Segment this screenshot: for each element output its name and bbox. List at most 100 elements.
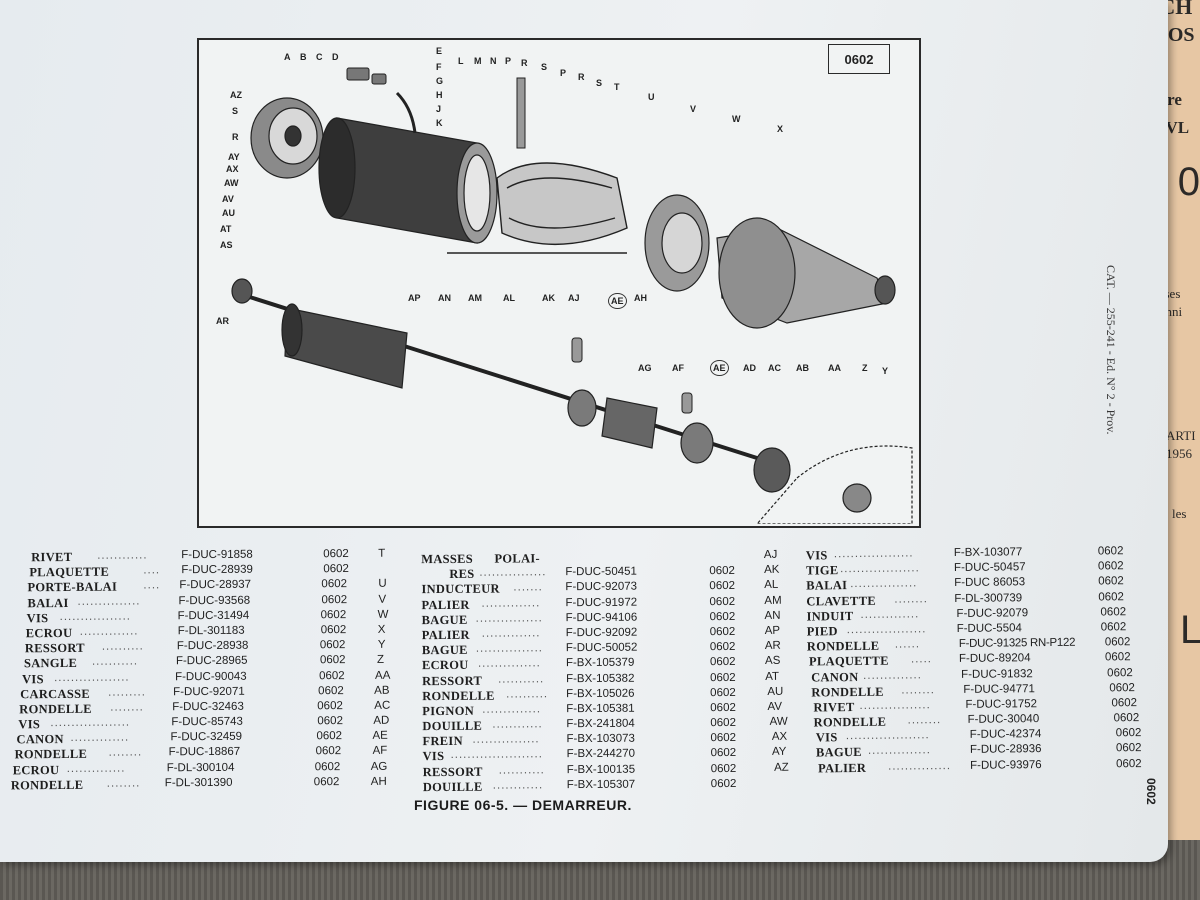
callout-ay: AY bbox=[228, 152, 240, 162]
part-ref: F-DUC-28939 bbox=[181, 563, 253, 577]
part-ref: F-BX-103077 bbox=[953, 546, 1023, 559]
part-ref: F-DUC-94106 bbox=[565, 611, 638, 624]
callout-c: C bbox=[316, 52, 323, 62]
part-letter: Z bbox=[376, 654, 385, 667]
callout-m: M bbox=[474, 56, 482, 66]
part-fig: 0602 bbox=[710, 732, 737, 745]
part-letter: AX bbox=[771, 730, 788, 744]
part-ref: F-DUC-28937 bbox=[179, 579, 252, 592]
part-letter: AJ bbox=[763, 548, 778, 561]
part-name: VIS bbox=[805, 548, 828, 563]
callout-an: AN bbox=[438, 293, 451, 303]
callout-al: AL bbox=[503, 293, 515, 303]
part-ref: F-DUC-85743 bbox=[171, 715, 243, 729]
callout-aj: AJ bbox=[568, 293, 580, 303]
part-dots: ................... bbox=[833, 547, 914, 561]
part-dots: ........ bbox=[901, 683, 935, 697]
part-fig: 0602 bbox=[710, 762, 737, 775]
figure-number-box: 0602 bbox=[828, 44, 890, 74]
part-dots: ............... bbox=[77, 595, 141, 608]
callout-f: F bbox=[436, 62, 442, 72]
part-fig: 0602 bbox=[1100, 621, 1127, 634]
part-dots: ........ bbox=[907, 714, 942, 727]
part-letter: AV bbox=[767, 700, 783, 713]
callout-ab: AB bbox=[796, 363, 809, 373]
part-ref: F-DUC-91752 bbox=[965, 697, 1038, 711]
callout-y: Y bbox=[882, 366, 889, 376]
callout-av: AV bbox=[222, 194, 234, 204]
part-name: PALIER bbox=[421, 597, 470, 612]
part-ref: F-BX-105307 bbox=[566, 778, 636, 791]
part-ref: F-DUC-92071 bbox=[173, 685, 245, 698]
part-dots: ................ bbox=[475, 642, 543, 655]
part-dots: ........... bbox=[498, 672, 545, 686]
callout-ae2: AE bbox=[710, 360, 729, 376]
part-ref: F-DUC-31494 bbox=[177, 609, 250, 622]
part-dots: ............... bbox=[888, 759, 952, 773]
part-fig: 0602 bbox=[323, 548, 349, 561]
end-cap-plate bbox=[250, 97, 324, 179]
part-ref: F-BX-103073 bbox=[566, 732, 635, 746]
part-dots: ............... bbox=[867, 744, 931, 758]
part-name: PIGNON bbox=[422, 703, 475, 719]
part-name: VIS bbox=[815, 730, 838, 745]
callout-n: N bbox=[490, 56, 497, 66]
part-dots: ......... bbox=[108, 686, 146, 699]
part-name: RONDELLE bbox=[422, 688, 495, 703]
part-fig: 0602 bbox=[1104, 651, 1131, 664]
part-letter: AZ bbox=[774, 761, 789, 774]
part-ref: F-DUC 86053 bbox=[954, 576, 1026, 590]
callout-az: AZ bbox=[230, 90, 242, 100]
part-name: ECROU bbox=[12, 762, 60, 777]
part-ref: F-DUC-18867 bbox=[168, 746, 241, 759]
part-ref: F-DUC-50052 bbox=[565, 641, 638, 655]
brush-holder-parts bbox=[346, 67, 526, 149]
part-name: PALIER bbox=[421, 627, 470, 643]
part-dots: ................ bbox=[472, 733, 540, 747]
under-text-10: 1956 bbox=[1166, 446, 1192, 461]
part-fig: 0602 bbox=[1107, 666, 1133, 679]
part-ref: F-DUC-28936 bbox=[969, 743, 1042, 757]
callout-s: S bbox=[541, 62, 548, 72]
part-name: PIED bbox=[806, 624, 838, 639]
part-ref: F-DUC-94771 bbox=[963, 682, 1035, 696]
part-name: CANON bbox=[16, 732, 64, 747]
part-dots: ....... bbox=[513, 581, 543, 594]
under-text-12: L bbox=[1180, 608, 1200, 652]
callout-b: B bbox=[300, 52, 307, 62]
part-letter: AH bbox=[370, 775, 387, 788]
part-letter: AT bbox=[765, 670, 780, 683]
part-name: VIS bbox=[422, 749, 445, 764]
part-dots: ................. bbox=[859, 699, 931, 712]
callout-aw: AW bbox=[224, 178, 239, 188]
part-letter: W bbox=[377, 608, 389, 621]
part-fig: 0602 bbox=[1116, 757, 1142, 770]
part-ref: F-DUC-91972 bbox=[565, 596, 638, 609]
part-ref: F-BX-105382 bbox=[566, 672, 635, 685]
part-fig: 0602 bbox=[320, 608, 347, 621]
part-fig: 0602 bbox=[710, 747, 737, 760]
part-ref: F-DL-301390 bbox=[164, 776, 233, 790]
part-name: ECROU bbox=[25, 625, 73, 641]
part-fig: 0602 bbox=[1100, 605, 1127, 619]
part-dots: ........ bbox=[110, 701, 144, 714]
part-ref: F-DUC-50451 bbox=[565, 565, 637, 579]
part-fig: 0602 bbox=[318, 669, 345, 682]
callout-t: T bbox=[614, 82, 620, 92]
part-fig: 0602 bbox=[1104, 636, 1131, 649]
part-name: BALAI bbox=[806, 578, 848, 593]
catalog-side-note: CAT. — 255-241 - Ed. N° 2 - Prov. bbox=[1104, 265, 1118, 435]
part-fig: 0602 bbox=[709, 671, 736, 684]
part-name: FREIN bbox=[422, 734, 463, 749]
part-name: MASSES POLAI- bbox=[421, 551, 541, 567]
part-fig: 0602 bbox=[1098, 590, 1124, 604]
part-letter: V bbox=[378, 593, 387, 606]
part-name: RESSORT bbox=[24, 640, 85, 656]
part-dots: ................... bbox=[50, 716, 131, 730]
callout-g: G bbox=[436, 76, 444, 86]
part-ref: F-DL-301183 bbox=[177, 624, 245, 638]
callout-w: W bbox=[732, 114, 741, 124]
part-fig: 0602 bbox=[709, 641, 736, 654]
